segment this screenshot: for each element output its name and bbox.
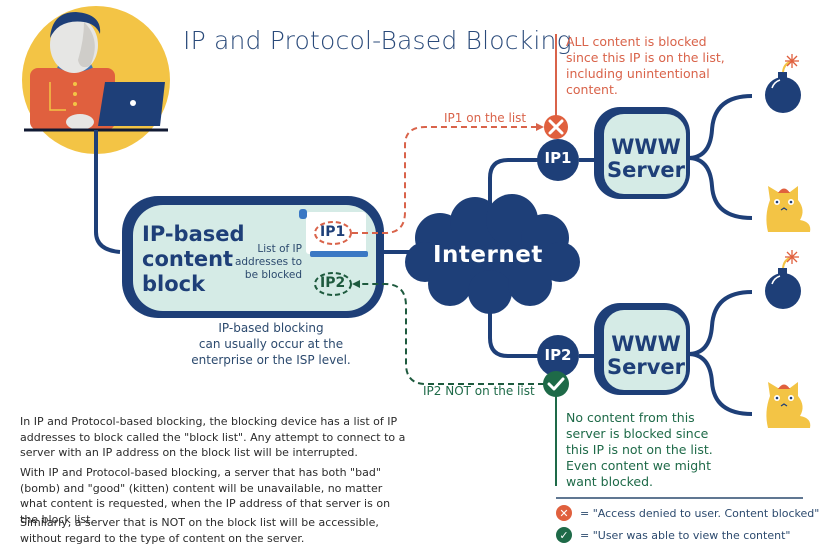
list-document-icon	[299, 209, 368, 257]
note-line: content.	[566, 82, 618, 97]
server-label-line: WWW	[611, 332, 681, 356]
server-label-line: WWW	[611, 135, 681, 159]
ip2-path-label: IP2 NOT on the list	[423, 384, 535, 398]
block-list-label: List of IP addresses to be blocked	[228, 243, 302, 282]
internet-label: Internet	[433, 242, 543, 268]
caption-line: can usually occur at the	[198, 337, 344, 351]
body-paragraph: With IP and Protocol-based blocking, a s…	[20, 466, 391, 526]
body-paragraph: Similarly, a server that is NOT on the b…	[20, 516, 379, 545]
caption-line: enterprise or the ISP level.	[191, 353, 351, 367]
ip1-node-label: IP1	[544, 149, 572, 167]
legend-text: = "User was able to view the content"	[580, 528, 791, 542]
person-at-laptop-icon	[22, 6, 170, 178]
note-line: server is blocked since	[566, 426, 709, 441]
kitten-icon	[766, 382, 811, 428]
page-title: IP and Protocol-Based Blocking	[183, 26, 572, 55]
internet-cloud-icon	[405, 194, 580, 314]
note-line: ALL content is blocked	[566, 34, 707, 49]
allowed-note: No content from this server is blocked s…	[566, 410, 736, 490]
label-line: List of IP	[257, 243, 302, 255]
legend-item-blocked: ✕ = "Access denied to user. Content bloc…	[556, 505, 819, 521]
bomb-icon	[765, 54, 801, 113]
title-line: IP-based	[142, 222, 245, 246]
note-line: including unintentional	[566, 66, 710, 81]
ip1-path-label: IP1 on the list	[444, 111, 527, 125]
label-line: addresses to	[234, 256, 302, 268]
ip1-node	[537, 139, 579, 181]
legend-item-allowed: ✓ = "User was able to view the content"	[556, 527, 790, 543]
server-label-line: Server	[606, 158, 685, 182]
block-list-item-ip1: IP1	[320, 224, 346, 240]
blocked-note: ALL content is blocked since this IP is …	[566, 34, 736, 98]
ip1-on-list-path	[352, 126, 536, 234]
note-line: this IP is not on the list.	[566, 442, 713, 457]
body-paragraph: In IP and Protocol-based blocking, the b…	[20, 415, 406, 459]
kitten-icon	[766, 186, 811, 232]
title-line: content	[142, 247, 234, 271]
ip1-list-oval	[314, 221, 352, 245]
internet-to-ip2-line	[488, 295, 540, 358]
block-list-item-ip2: IP2	[320, 275, 346, 291]
label-line: be blocked	[244, 269, 302, 281]
server-label-line: Server	[606, 355, 685, 379]
ip2-not-on-list-path	[360, 283, 544, 385]
block-device-title: IP-based content block	[142, 222, 245, 297]
www-server-1-label: WWW Server	[596, 136, 696, 182]
legend-text: = "Access denied to user. Content blocke…	[580, 506, 820, 520]
caption-line: IP-based blocking	[218, 321, 324, 335]
note-line: No content from this	[566, 410, 695, 425]
note-line: since this IP is on the list,	[566, 50, 725, 65]
user-connection-line	[94, 130, 121, 254]
ip2-node	[537, 335, 579, 377]
www-server-2-label: WWW Server	[596, 333, 696, 379]
www-server-2	[594, 303, 690, 395]
x-circle-icon: ✕	[556, 505, 572, 521]
www-server-1	[594, 107, 690, 199]
internet-to-ip1-line	[488, 158, 540, 218]
note-line: want blocked.	[566, 474, 653, 489]
check-circle-icon: ✓	[556, 527, 572, 543]
x-circle-icon	[544, 115, 568, 139]
ip2-list-oval	[314, 272, 352, 296]
check-circle-icon	[543, 371, 569, 397]
ip2-node-label: IP2	[544, 346, 572, 364]
block-device-caption: IP-based blocking can usually occur at t…	[186, 320, 356, 368]
note-line: Even content we might	[566, 458, 712, 473]
title-line: block	[142, 272, 206, 296]
bomb-icon	[765, 250, 801, 309]
